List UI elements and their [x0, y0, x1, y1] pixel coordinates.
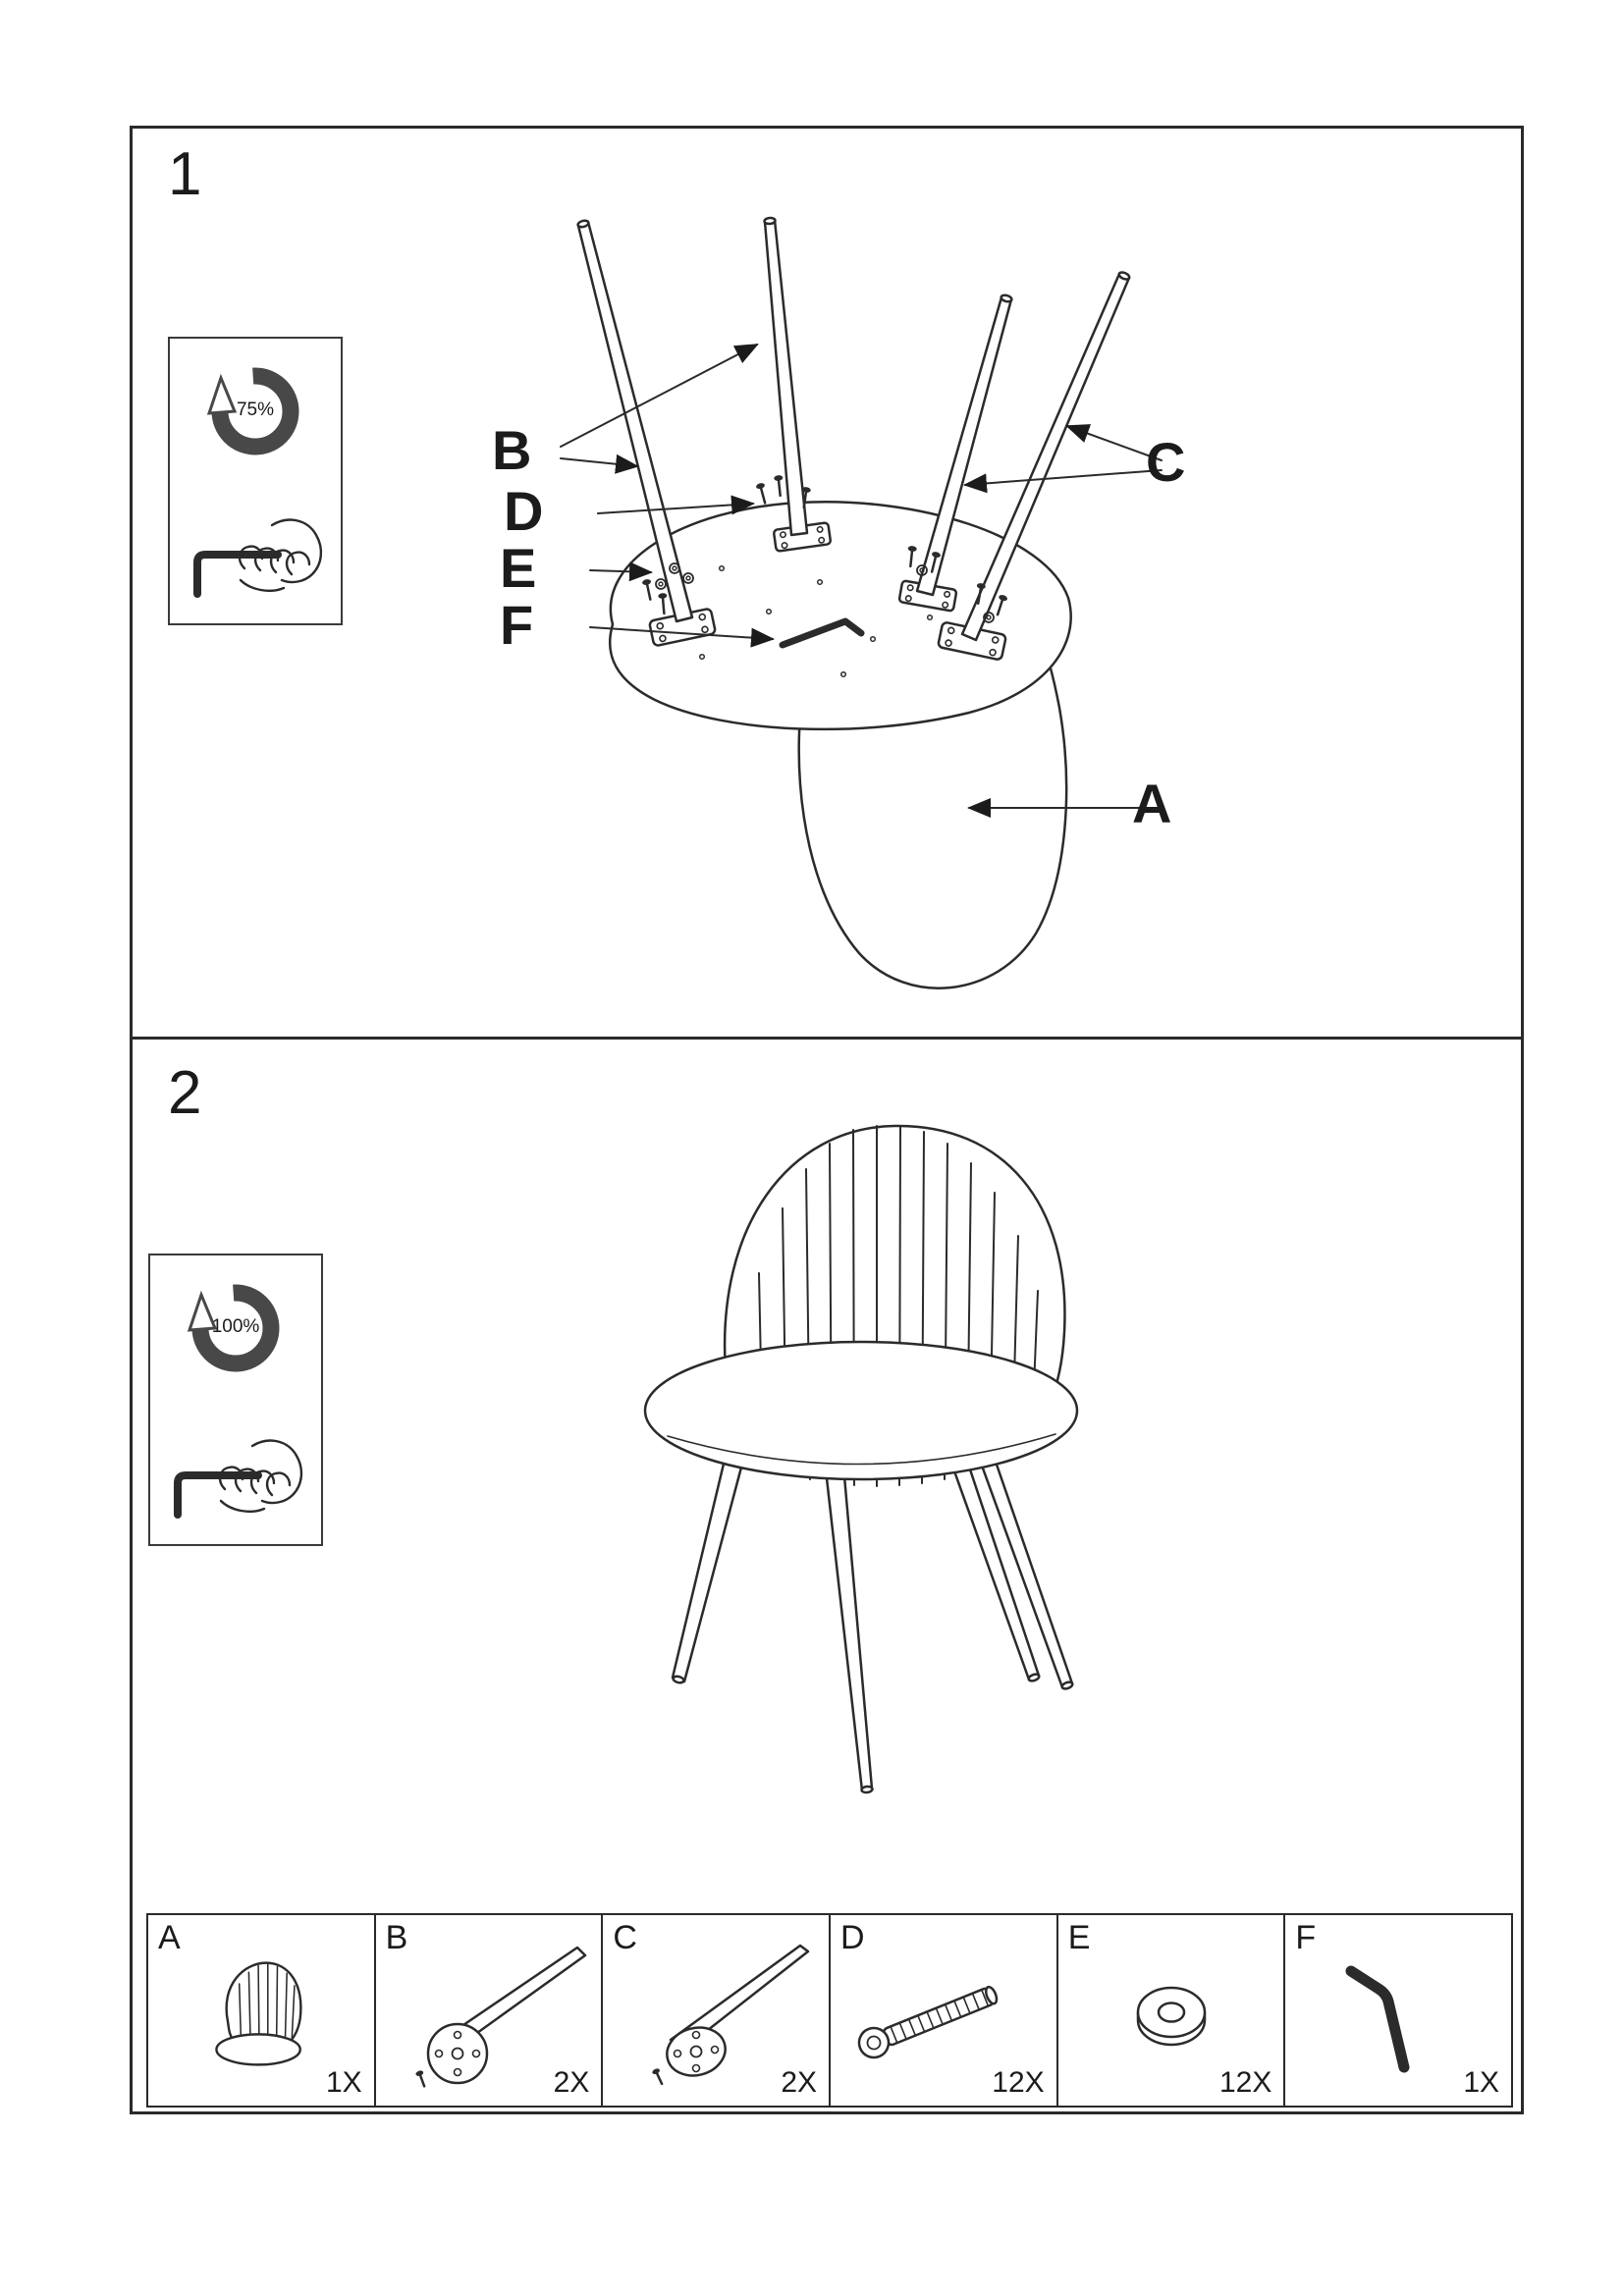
leg-with-round-plate-icon [414, 1946, 586, 2088]
part-label-c: C [1146, 431, 1186, 493]
allen-key-icon [779, 617, 865, 649]
part-label-b: B [492, 419, 532, 481]
part-letter: C [613, 1919, 637, 1956]
seat-shell-icon [215, 1961, 302, 2066]
bolt-icon [857, 1985, 999, 2059]
washer-icon [682, 572, 694, 584]
parts-cell-c: C 2X [601, 1915, 829, 2106]
bolt-icon [658, 593, 668, 615]
part-quantity: 1X [325, 2066, 362, 2099]
label-e-arrow [589, 561, 653, 582]
step-1-toolbox: 75% [168, 337, 343, 625]
step-1-diagram [560, 216, 1163, 989]
part-letter: D [840, 1919, 865, 1956]
label-d-arrow [597, 495, 755, 515]
bolt-icon [756, 483, 767, 505]
part-label-a: A [1132, 773, 1172, 834]
part-letter: E [1067, 1919, 1091, 1956]
label-c-arrow [1065, 424, 1163, 461]
part-label-e: E [500, 537, 537, 599]
step-2-diagram [643, 1124, 1079, 1794]
hand-allen-key-icon [174, 1439, 303, 1519]
chair-leg-front-right [825, 1474, 874, 1794]
bolt-icon [976, 583, 986, 606]
chair-leg-front-right [763, 216, 809, 537]
part-letter: B [385, 1919, 408, 1956]
washer-icon [655, 578, 667, 590]
part-quantity: 12X [992, 2066, 1045, 2099]
bolt-icon [907, 546, 917, 568]
label-f-arrow [589, 626, 775, 648]
leg-with-angled-plate-icon [652, 1944, 810, 2086]
part-letter: F [1295, 1919, 1317, 1956]
chair-leg-front-left [671, 1458, 744, 1684]
bolt-icon [801, 487, 811, 509]
sheet-frame: 1 B D E F C A 75% [130, 126, 1524, 2114]
bolt-icon [774, 475, 784, 498]
torque-percentage: 75% [236, 400, 275, 420]
bolt-icon [930, 552, 941, 573]
parts-cell-a: A 1X [148, 1915, 374, 2106]
mounting-plate [648, 608, 717, 647]
parts-cell-e: E 12X [1055, 1915, 1284, 2106]
part-quantity: 2X [781, 2066, 818, 2099]
hand-allen-key-icon [193, 518, 323, 598]
torque-percentage: 100% [211, 1316, 260, 1337]
bolt-icon [996, 595, 1007, 616]
leader-arrows [560, 344, 1163, 818]
part-quantity: 2X [553, 2066, 590, 2099]
parts-cell-b: B 2X [373, 1915, 602, 2106]
step-2-number: 2 [168, 1059, 202, 1127]
mounting-plate [937, 621, 1007, 661]
mounting-plate [897, 579, 958, 613]
label-b-arrow [560, 344, 759, 448]
washer-icon [1136, 1986, 1206, 2047]
panel-divider [130, 1037, 1524, 1040]
washer-icon [916, 564, 928, 576]
washer-icon [983, 612, 995, 623]
label-b-arrow [560, 454, 639, 474]
rotation-arrow-icon [206, 367, 299, 455]
chair-leg-back-left [915, 294, 1013, 597]
chair-leg-back-right [960, 271, 1131, 642]
part-label-d: D [504, 480, 544, 542]
part-quantity: 1X [1463, 2066, 1500, 2099]
part-quantity: 12X [1218, 2066, 1272, 2099]
rotation-arrow-icon [187, 1284, 280, 1372]
parts-cell-f: F 1X [1283, 1915, 1511, 2106]
chair-seat [643, 1340, 1079, 1481]
label-c-arrow [963, 469, 1163, 494]
part-label-f: F [500, 594, 534, 656]
washer-icon [669, 562, 680, 574]
parts-list: A 1X B [146, 1913, 1513, 2108]
chair-leg-front-left [576, 219, 694, 623]
parts-cell-d: D 12X [829, 1915, 1056, 2106]
step-1-number: 1 [168, 140, 202, 208]
step-2-toolbox: 100% [148, 1254, 323, 1546]
part-letter: A [158, 1919, 181, 1956]
allen-key-icon [1345, 1965, 1410, 2073]
